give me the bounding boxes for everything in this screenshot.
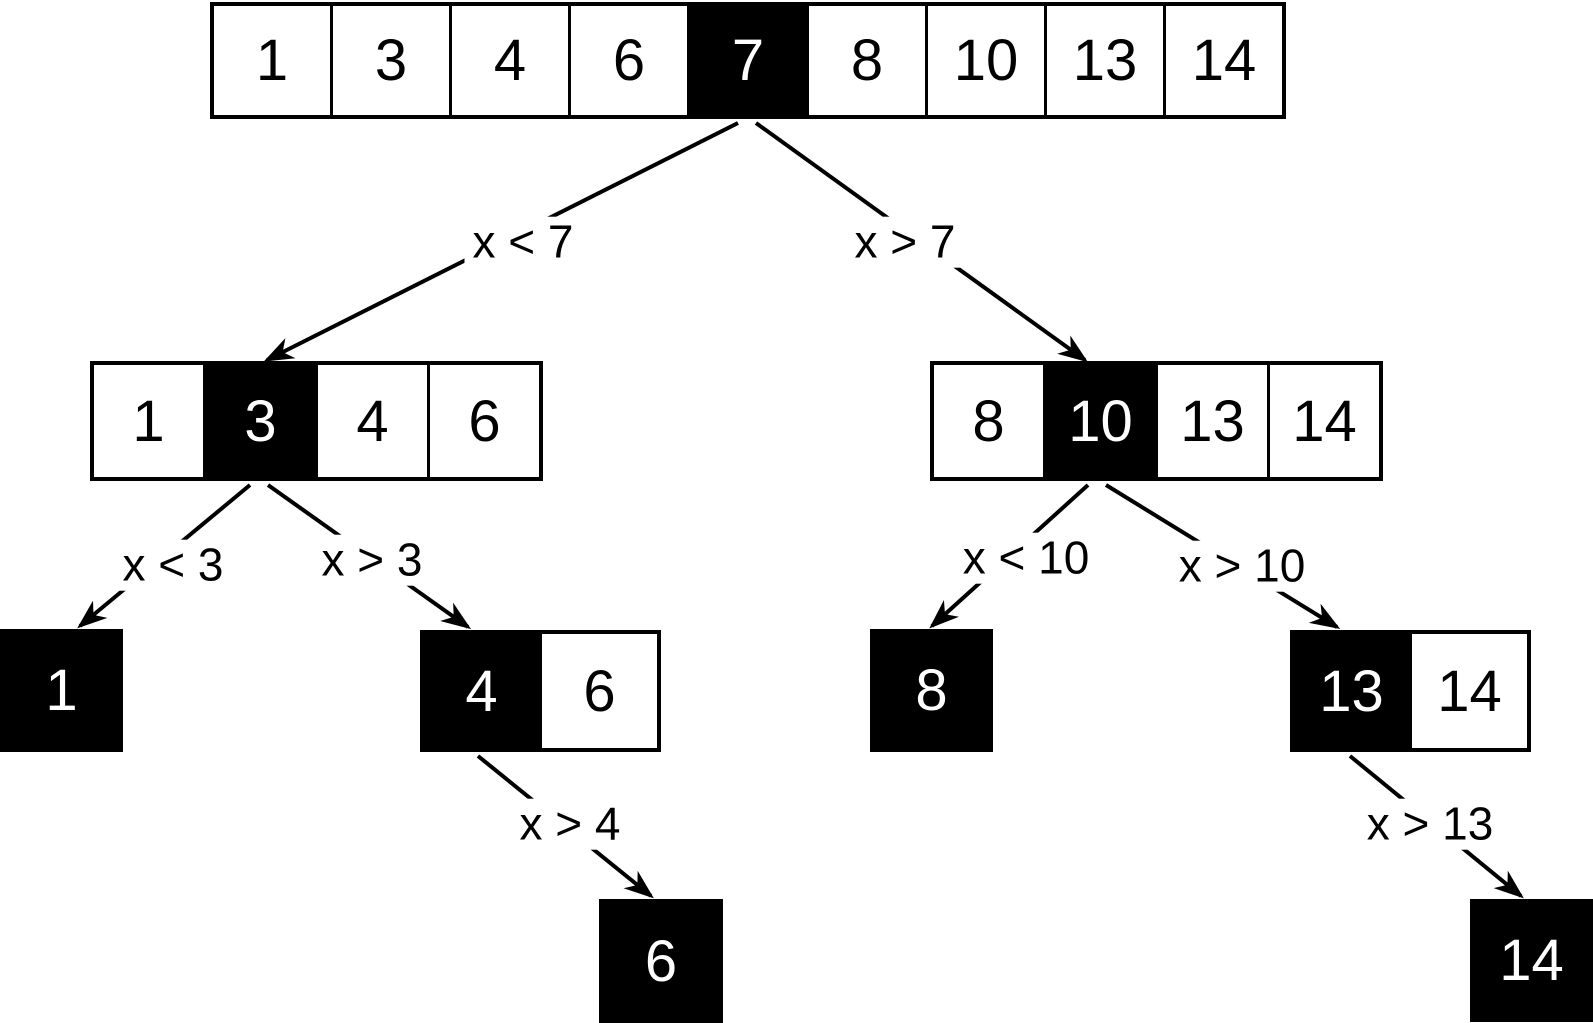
array-cell: 13 — [1047, 6, 1166, 115]
array-cell: 6 — [571, 6, 690, 115]
array-cell: 1 — [214, 6, 333, 115]
array-cell-selected: 4 — [424, 634, 542, 748]
edge-label-x-lt-3: x < 3 — [114, 540, 232, 591]
array-node-right-subarray: 8 10 13 14 — [930, 361, 1383, 481]
array-cell-selected: 13 — [1294, 634, 1412, 748]
array-node-leaf-1: 1 — [0, 629, 123, 752]
edge-label-x-gt-3: x > 3 — [313, 535, 431, 586]
array-cell-selected: 3 — [206, 365, 318, 477]
array-cell-selected: 8 — [874, 633, 989, 748]
edge-label-x-gt-4: x > 4 — [511, 799, 629, 850]
array-cell-selected: 7 — [690, 6, 809, 115]
array-cell-selected: 6 — [603, 903, 719, 1019]
array-node-left-subarray: 1 3 4 6 — [90, 361, 543, 481]
array-cell: 14 — [1412, 634, 1527, 748]
array-cell: 6 — [542, 634, 657, 748]
array-cell: 14 — [1166, 6, 1282, 115]
array-node-root: 1 3 4 6 7 8 10 13 14 — [210, 2, 1286, 119]
edge-label-x-gt-7: x > 7 — [846, 217, 964, 268]
array-cell-selected: 14 — [1474, 903, 1589, 1018]
array-cell: 3 — [333, 6, 452, 115]
array-node-subarray-13-14: 13 14 — [1290, 630, 1531, 752]
array-node-subarray-4-6: 4 6 — [420, 630, 661, 752]
edge-label-x-lt-10: x < 10 — [954, 533, 1098, 584]
array-node-leaf-14: 14 — [1470, 899, 1593, 1022]
array-cell: 13 — [1158, 365, 1270, 477]
array-cell: 8 — [809, 6, 928, 115]
array-cell-selected: 1 — [4, 633, 119, 748]
edge-label-x-gt-13: x > 13 — [1358, 799, 1502, 850]
array-cell: 1 — [94, 365, 206, 477]
array-cell: 6 — [430, 365, 539, 477]
array-node-leaf-8: 8 — [870, 629, 993, 752]
array-cell: 4 — [318, 365, 430, 477]
array-cell-selected: 10 — [1046, 365, 1158, 477]
array-cell: 14 — [1270, 365, 1379, 477]
array-cell: 10 — [928, 6, 1047, 115]
array-cell: 4 — [452, 6, 571, 115]
edge-label-x-gt-10: x > 10 — [1170, 541, 1314, 592]
edge-label-x-lt-7: x < 7 — [464, 217, 582, 268]
array-cell: 8 — [934, 365, 1046, 477]
array-node-leaf-6: 6 — [599, 899, 723, 1023]
